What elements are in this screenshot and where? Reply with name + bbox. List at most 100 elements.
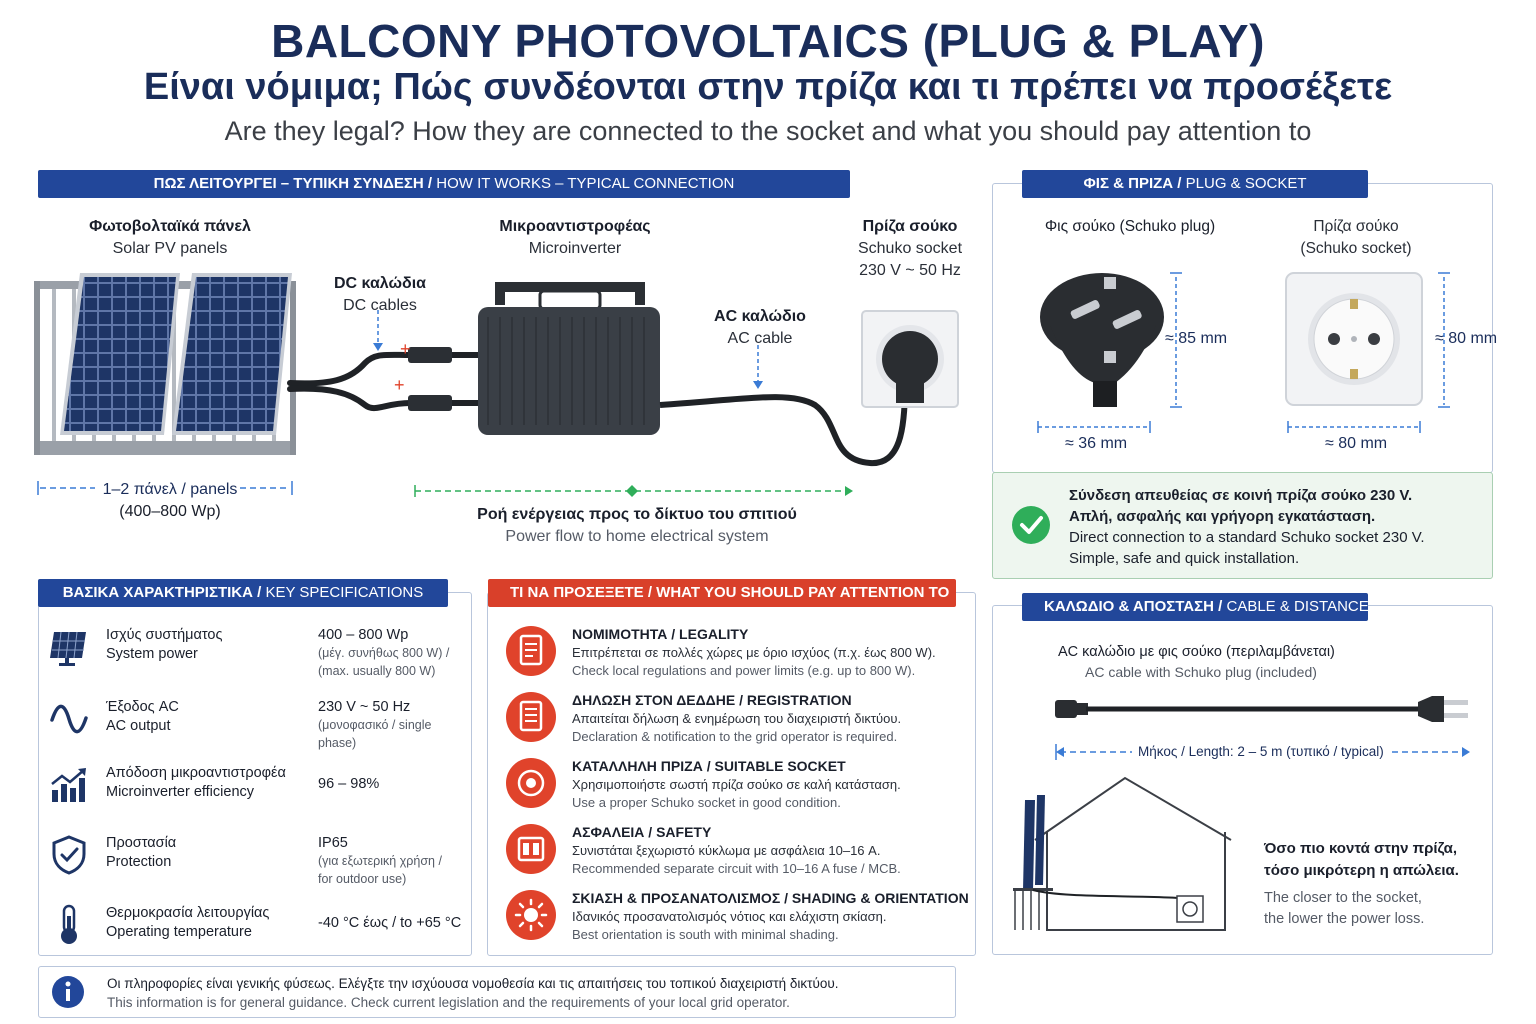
plug-banner-english: PLUG & SOCKET <box>1185 175 1307 192</box>
schuko-socket-label-gr: Πρίζα σούκο <box>862 218 958 235</box>
attention-text-gr: Συνιστάται ξεχωριστό κύκλωμα με ασφάλεια… <box>572 843 881 858</box>
disclaimer-gr: Οι πληροφορίες είναι γενικής φύσεως. Ελέ… <box>107 976 839 991</box>
plug-socket-dimensions-diagram <box>1037 272 1450 433</box>
schuko-socket-title: Πρίζα σούκο (Schuko socket) <box>1276 216 1436 260</box>
panel-count-label: 1–2 πάνελ / panels (400–800 Wp) <box>70 479 270 523</box>
attention-item-safety: ΑΣΦΑΛΕΙΑ / SAFETY Συνιστάται ξεχωριστό κ… <box>506 824 966 884</box>
attention-title: ΣΚΙΑΣΗ & ΠΡΟΣΑΝΑΤΟΛΙΣΜΟΣ / SHADING & ORI… <box>572 890 969 906</box>
ok-greek-line1: Σύνδεση απευθείας σε κοινή πρίζα σούκο 2… <box>1069 487 1413 504</box>
ac-cable-length-diagram <box>1055 696 1470 760</box>
attention-item-socket: ΚΑΤΑΛΛΗΛΗ ΠΡΙΖΑ / SUITABLE SOCKET Χρησιμ… <box>506 758 966 818</box>
attention-text-gr: Επιτρέπεται σε πολλές χώρες με όριο ισχύ… <box>572 645 936 660</box>
ac-cable-icon <box>659 384 908 467</box>
power-flow-label-en: Power flow to home electrical system <box>505 528 769 545</box>
ac-cable-label-en: AC cable <box>727 330 793 347</box>
attention-title: ΑΣΦΑΛΕΙΑ / SAFETY <box>572 824 712 840</box>
ac-cable-title-en: AC cable with Schuko plug (included) <box>1085 664 1317 680</box>
ok-greek-line2: Απλή, ασφαλής και γρήγορη εγκατάσταση. <box>1069 508 1376 525</box>
pv-panels-label-en: Solar PV panels <box>112 240 228 257</box>
spec-value: -40 °C έως / to +65 °C <box>318 915 462 931</box>
ac-cable-with-plug-icon <box>1055 696 1468 722</box>
connection-diagram: + + <box>34 273 959 497</box>
specs-banner-greek: ΒΑΣΙΚΑ ΧΑΡΑΚΤΗΡΙΣΤΙΚΑ / <box>62 584 262 601</box>
spec-name-en: System power <box>106 646 198 662</box>
attention-title: ΔΗΛΩΣΗ ΣΤΟΝ ΔΕΔΔΗΕ / REGISTRATION <box>572 692 852 708</box>
spec-name-gr: Προστασία <box>106 835 177 851</box>
attention-item-shading: ΣΚΙΑΣΗ & ΠΡΟΣΑΝΑΤΟΛΙΣΜΟΣ / SHADING & ORI… <box>506 890 969 950</box>
spec-value-note: (για εξωτερική χρήση / <box>318 854 442 868</box>
socket-height-dimension: ≈ 80 mm <box>1435 330 1498 347</box>
cable-distance-panel <box>992 605 1493 955</box>
microinverter-label-en: Microinverter <box>528 240 622 257</box>
microinverter-label-gr: Μικροαντιστροφέας <box>499 218 651 235</box>
power-flow-label-gr: Ροή ενέργειας προς το δίκτυο του σπιτιού <box>477 506 797 523</box>
distance-note: Όσο πιο κοντά στην πρίζα, τόσο μικρότερη… <box>1264 838 1459 882</box>
mc4-connector-icon <box>408 347 452 363</box>
panel-count-en: panels <box>190 481 238 498</box>
spec-value-note: (max. usually 800 W) <box>318 664 436 678</box>
schuko-socket-label: Πρίζα σούκο Schuko socket 230 V ~ 50 Hz <box>830 216 990 282</box>
attention-text-en: Best orientation is south with minimal s… <box>572 927 839 942</box>
circuit-breaker-icon <box>506 824 556 874</box>
spec-name-gr: Ισχύς συστήματος <box>106 627 223 643</box>
pv-panels-label: Φωτοβολταϊκά πάνελ Solar PV panels <box>70 216 270 260</box>
solar-panel-icon <box>60 273 180 435</box>
schuko-socket-title-l2: (Schuko socket) <box>1300 240 1412 257</box>
key-specs-panel <box>38 592 472 956</box>
spec-name-gr: Απόδοση μικροαντιστροφέα <box>106 765 286 781</box>
attention-text-gr: Ιδανικός προσανατολισμός νότιος και ελάχ… <box>572 909 887 924</box>
mc4-connector-icon <box>408 395 452 411</box>
ok-english-line2: Simple, safe and quick installation. <box>1069 550 1300 567</box>
distance-note-gr1: Όσο πιο κοντά στην πρίζα, <box>1264 840 1457 857</box>
attention-text-en: Check local regulations and power limits… <box>572 663 916 678</box>
page-subtitle-english: Are they legal? How they are connected t… <box>224 116 1312 146</box>
plug-socket-banner: ΦΙΣ & ΠΡΙΖΑ / PLUG & SOCKET <box>1022 170 1368 198</box>
plug-width-dimension: ≈ 36 mm <box>1065 435 1128 452</box>
info-icon <box>52 976 84 1008</box>
bar-chart-up-icon <box>51 768 86 802</box>
ac-cable-label-gr: AC καλώδιο <box>714 308 806 325</box>
dc-cables-label-gr: DC καλώδια <box>334 275 426 292</box>
socket-icon <box>506 758 556 808</box>
attention-item-registration: ΔΗΛΩΣΗ ΣΤΟΝ ΔΕΔΔΗΕ / REGISTRATION Απαιτε… <box>506 692 966 752</box>
solar-panel-icon <box>172 273 292 435</box>
attention-text-en: Declaration & notification to the grid o… <box>572 729 898 744</box>
dc-cables-label-en: DC cables <box>343 297 417 314</box>
specs-banner-english: KEY SPECIFICATIONS <box>265 584 424 601</box>
spec-name-gr: Θερμοκρασία λειτουργίας <box>106 905 270 921</box>
house-illustration <box>1013 776 1232 931</box>
spec-name-en: AC output <box>106 718 171 734</box>
schuko-plug-icon <box>1040 273 1164 407</box>
cable-length-label: Μήκος / Length: 2 – 5 m (τυπικό / typica… <box>1138 744 1384 759</box>
socket-width-dimension: ≈ 80 mm <box>1325 435 1388 452</box>
spec-name-en: Operating temperature <box>106 924 252 940</box>
disclaimer-en: This information is for general guidance… <box>107 995 790 1010</box>
microinverter-label: Μικροαντιστροφέας Microinverter <box>475 216 675 260</box>
balcony-panel-icon <box>1013 795 1053 930</box>
distance-note-en2: the lower the power loss. <box>1264 911 1425 927</box>
wall-socket-icon <box>861 310 959 408</box>
attention-banner: ΤΙ ΝΑ ΠΡΟΣΕΞΕΤΕ / WHAT YOU SHOULD PAY AT… <box>488 579 956 607</box>
spec-value: 230 V ~ 50 Hz <box>318 699 411 715</box>
shield-check-icon <box>52 835 86 875</box>
disclaimer-bar: Οι πληροφορίες είναι γενικής φύσεως. Ελέ… <box>38 966 956 1018</box>
attention-text-en: Recommended separate circuit with 10–16 … <box>572 861 901 876</box>
plug-height-dimension: ≈ 85 mm <box>1165 330 1228 347</box>
panel-count-power: (400–800 Wp) <box>119 503 221 520</box>
distance-note-en: The closer to the socket, the lower the … <box>1264 888 1424 930</box>
plus-sign: + <box>394 375 405 395</box>
distance-note-en1: The closer to the socket, <box>1264 890 1422 906</box>
schuko-socket-title-l1: Πρίζα σούκο <box>1313 218 1399 235</box>
dc-cables-icon <box>287 351 493 412</box>
cable-distance-banner: ΚΑΛΩΔΙΟ & ΑΠΟΣΤΑΣΗ / CABLE & DISTANCE <box>1022 593 1369 621</box>
attention-title: ΚΑΤΑΛΛΗΛΗ ΠΡΙΖΑ / SUITABLE SOCKET <box>572 758 846 774</box>
page-subtitle-greek: Είναι νόμιμα; Πώς συνδέονται στην πρίζα … <box>143 66 1393 108</box>
spec-value: IP65 <box>318 835 348 851</box>
thermometer-icon <box>61 904 77 944</box>
dc-cables-label: DC καλώδια DC cables <box>310 273 450 317</box>
sun-icon <box>506 890 556 940</box>
